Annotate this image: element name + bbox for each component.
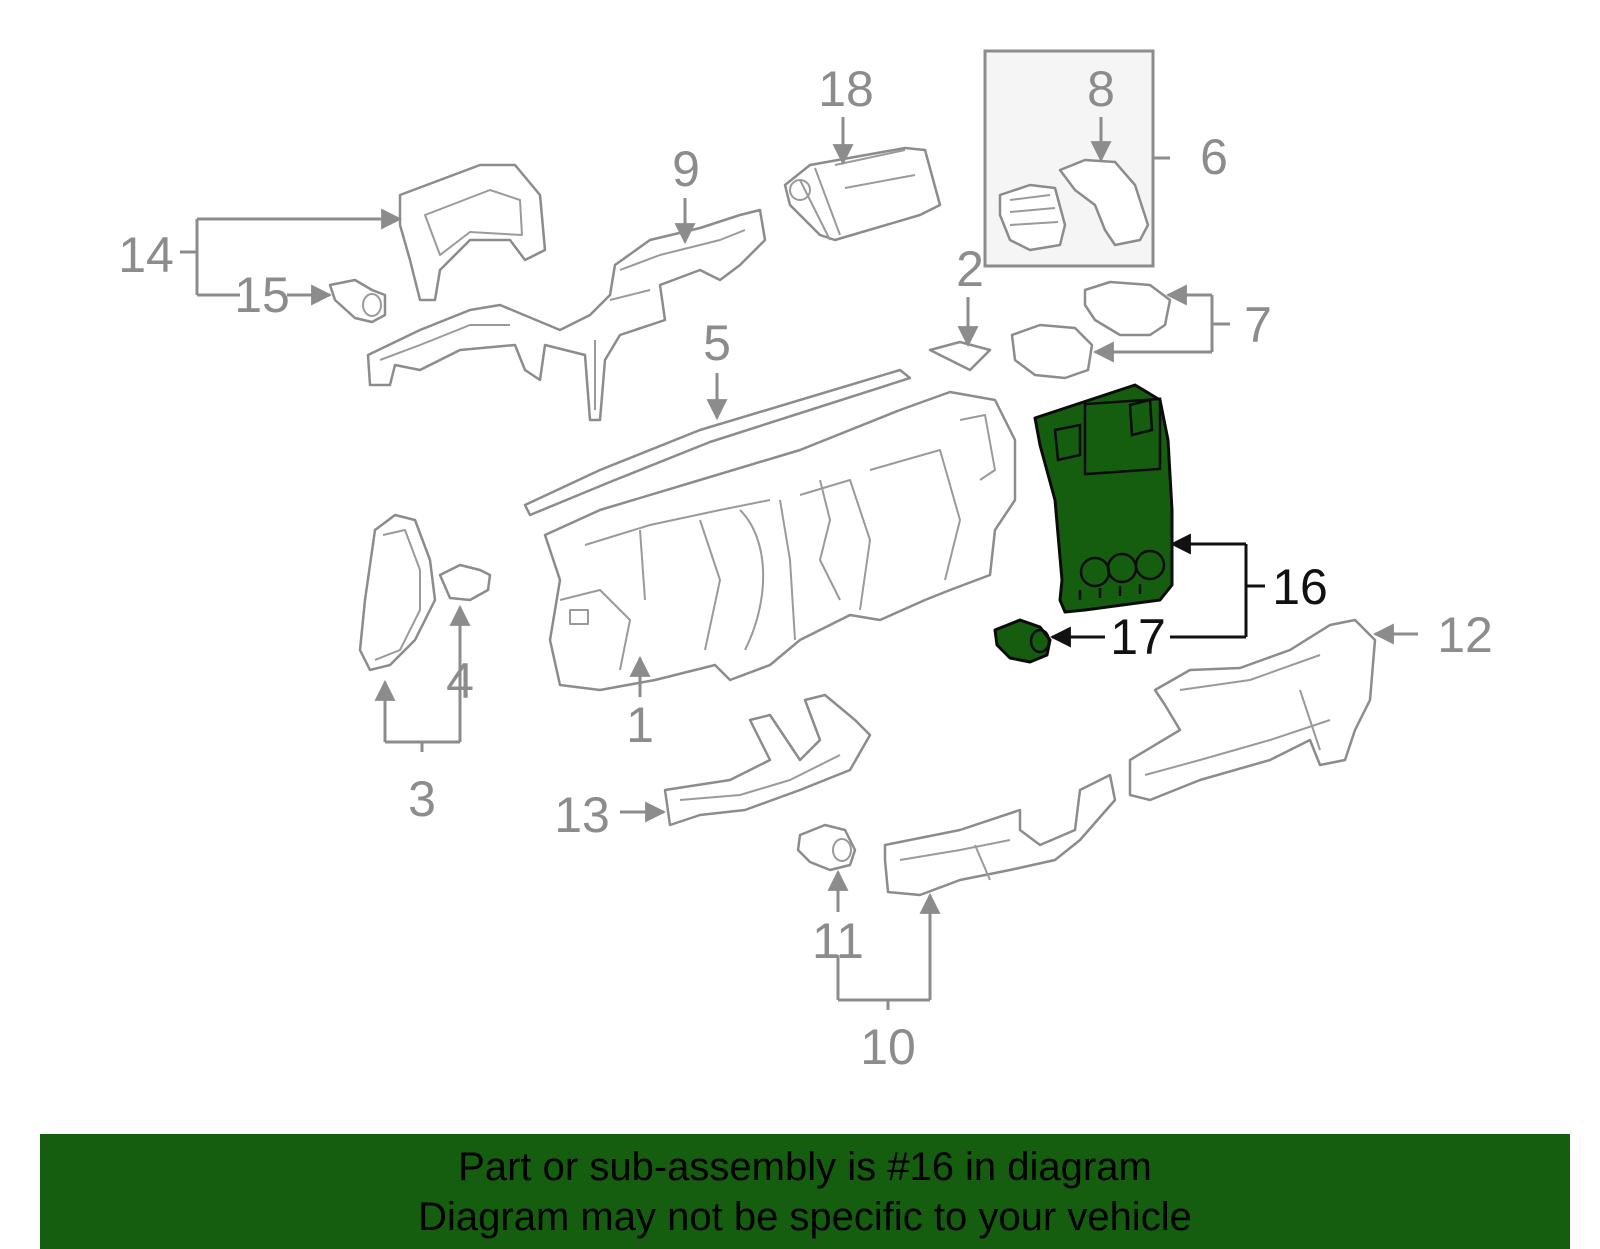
callout-7: 7 bbox=[1244, 297, 1272, 353]
leader-3 bbox=[385, 682, 460, 752]
part-5-defrost-strip[interactable] bbox=[523, 368, 912, 517]
leader-10 bbox=[836, 895, 930, 1010]
callout-12: 12 bbox=[1437, 607, 1493, 663]
part-2-plate[interactable] bbox=[928, 340, 992, 372]
banner-line-1: Part or sub-assembly is #16 in diagram bbox=[458, 1144, 1152, 1189]
callout-6: 6 bbox=[1200, 129, 1228, 185]
part-1-instrument-panel[interactable] bbox=[543, 390, 1017, 692]
callout-3: 3 bbox=[408, 771, 436, 827]
part-4-clip[interactable] bbox=[438, 563, 492, 602]
part-11-clip[interactable] bbox=[796, 823, 857, 872]
callout-9: 9 bbox=[672, 141, 700, 197]
part-13-reinforcement[interactable] bbox=[663, 693, 872, 827]
callout-10: 10 bbox=[860, 1019, 916, 1075]
part-15-clip[interactable] bbox=[328, 278, 387, 324]
part-3-side-cover[interactable] bbox=[358, 513, 437, 672]
callout-4: 4 bbox=[446, 653, 474, 709]
part-16-center-bezel[interactable] bbox=[1033, 383, 1174, 614]
callout-14: 14 bbox=[118, 227, 174, 283]
callout-8: 8 bbox=[1087, 61, 1115, 117]
leader-16 bbox=[1172, 544, 1265, 637]
part-10-knee-panel[interactable] bbox=[883, 773, 1117, 897]
part-12-bracket[interactable] bbox=[1128, 618, 1377, 802]
part-14-cluster-bezel[interactable] bbox=[398, 163, 547, 302]
part-9-brace[interactable] bbox=[366, 208, 767, 422]
callout-11: 11 bbox=[812, 913, 864, 969]
callout-1: 1 bbox=[626, 697, 654, 753]
part-18-vent[interactable] bbox=[783, 146, 942, 242]
leader-14 bbox=[180, 219, 400, 295]
banner-line-2: Diagram may not be specific to your vehi… bbox=[418, 1194, 1192, 1239]
part-17-clip[interactable] bbox=[993, 618, 1052, 664]
callout-5: 5 bbox=[703, 315, 731, 371]
leader-7 bbox=[1168, 295, 1230, 352]
callout-13: 13 bbox=[554, 787, 610, 843]
part-7-vents[interactable] bbox=[1010, 280, 1172, 380]
callout-16: 16 bbox=[1272, 559, 1328, 615]
callout-2: 2 bbox=[956, 241, 984, 297]
callout-17: 17 bbox=[1110, 609, 1166, 665]
callout-15: 15 bbox=[234, 267, 290, 323]
callout-18: 18 bbox=[818, 61, 874, 117]
info-banner: Part or sub-assembly is #16 in diagram D… bbox=[40, 1134, 1570, 1249]
